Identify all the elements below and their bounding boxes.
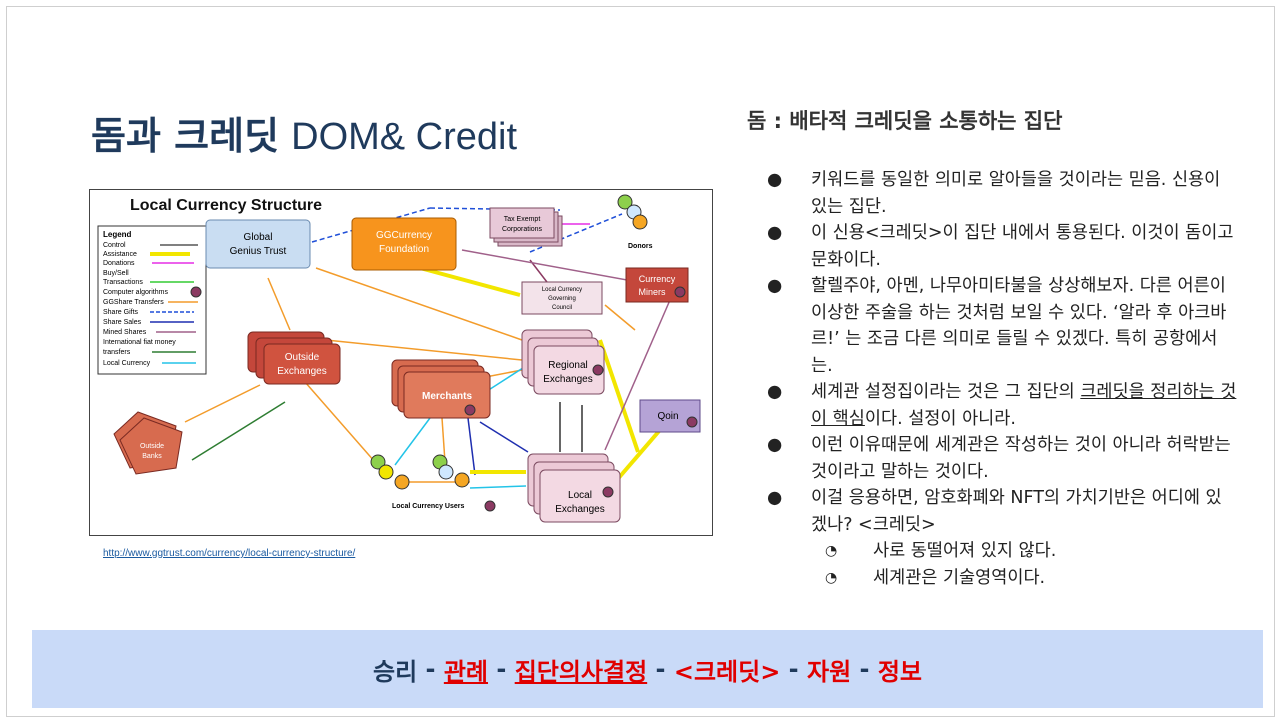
title-english: DOM& Credit xyxy=(291,116,518,158)
footer-term-credit: <크레딧> xyxy=(673,657,781,686)
legend-transactions: Transactions xyxy=(103,279,143,286)
diagram-connectors xyxy=(184,207,671,490)
node-currency-miners: Currency Miners xyxy=(625,267,689,303)
source-link[interactable]: http://www.ggtrust.com/currency/local-cu… xyxy=(103,548,356,559)
legend-localcurrency: Local Currency xyxy=(103,360,151,367)
svg-text:Banks: Banks xyxy=(142,453,162,460)
legend-buysell: Buy/Sell xyxy=(103,270,129,277)
footer-term-custom: 관례 xyxy=(443,657,489,686)
svg-text:Currency: Currency xyxy=(639,274,676,284)
footer-term-victory: 승리 xyxy=(373,657,418,686)
local-currency-structure-diagram: Local Currency Structure Legend Control … xyxy=(89,189,713,536)
legend-sharegifts: Share Gifts xyxy=(103,309,139,316)
svg-text:Donors: Donors xyxy=(628,243,653,250)
node-outside-exchanges: Outside Exchanges xyxy=(247,331,341,385)
diagram-title: Local Currency Structure xyxy=(130,197,322,214)
svg-text:Exchanges: Exchanges xyxy=(277,366,326,377)
svg-text:Council: Council xyxy=(552,305,572,311)
node-outside-banks: Outside Banks xyxy=(113,411,183,475)
svg-text:Local Currency Users: Local Currency Users xyxy=(392,503,464,510)
svg-text:Exchanges: Exchanges xyxy=(543,374,592,385)
sub-list: ◔사로 동떨어져 있지 않다. ◔세계관은 기술영역이다. xyxy=(811,538,1237,592)
title-korean: 돔과 크레딧 xyxy=(91,114,280,158)
svg-text:Outside: Outside xyxy=(140,443,164,450)
list-item: ●세계관 설정집이라는 것은 그 집단의 크레딧을 정리하는 것이 핵심이다. … xyxy=(767,382,1237,429)
slide-title: 돔과 크레딧 DOM& Credit xyxy=(91,105,517,160)
node-governing-council: Local Currency Governing Council xyxy=(521,281,603,315)
node-ggcurrency-foundation: GGCurrency Foundation xyxy=(351,217,457,271)
legend-ggshare: GGShare Transfers xyxy=(103,299,164,306)
footer-term-collective-decision: 집단의사결정 xyxy=(514,657,648,686)
footer-term-information: 정보 xyxy=(877,657,922,686)
legend: Legend Control Assistance Donations Buy/… xyxy=(97,225,207,375)
svg-text:Corporations: Corporations xyxy=(502,226,543,233)
list-item: ●이 신용<크레딧>이 집단 내에서 통용된다. 이것이 돔이고 문화이다. xyxy=(767,223,1234,270)
legend-intl: International fiat money xyxy=(103,339,176,346)
svg-text:Qoin: Qoin xyxy=(657,411,678,422)
node-qoin: Qoin xyxy=(639,399,701,433)
list-item: ●할렐주야, 아멘, 나무아미타불을 상상해보자. 다른 어른이 이상한 주술을… xyxy=(767,276,1227,376)
legend-donations: Donations xyxy=(103,260,135,267)
legend-sharesales: Share Sales xyxy=(103,319,142,326)
svg-text:Governing: Governing xyxy=(548,296,576,302)
svg-text:Global: Global xyxy=(244,232,273,243)
section-heading: 돔 : 배타적 크레딧을 소통하는 집단 xyxy=(747,109,1063,133)
legend-title: Legend xyxy=(103,230,132,239)
legend-mined: Mined Shares xyxy=(103,329,147,336)
list-item: ●키워드를 동일한 의미로 알아들을 것이라는 믿음. 신용이 있는 집단. xyxy=(767,170,1221,217)
svg-text:Genius Trust: Genius Trust xyxy=(230,246,287,257)
svg-text:Local: Local xyxy=(568,490,592,501)
svg-text:Merchants: Merchants xyxy=(422,391,472,402)
node-regional-exchanges: Regional Exchanges xyxy=(521,329,605,395)
svg-text:Exchanges: Exchanges xyxy=(555,504,604,515)
list-item: ●이걸 응용하면, 암호화폐와 NFT의 가치기반은 어디에 있겠나? <크레딧… xyxy=(767,485,1237,592)
svg-text:Local Currency: Local Currency xyxy=(542,287,582,293)
legend-transfers: transfers xyxy=(103,349,131,356)
node-merchants: Merchants xyxy=(391,359,491,419)
svg-text:Outside: Outside xyxy=(285,352,320,363)
node-tax-exempt: Tax Exempt Corporations xyxy=(489,207,563,247)
svg-text:GGCurrency: GGCurrency xyxy=(376,230,432,241)
list-item: ●이런 이유때문에 세계관은 작성하는 것이 아니라 허락받는 것이라고 말하는… xyxy=(767,435,1231,482)
svg-text:Miners: Miners xyxy=(638,287,666,297)
bullet-list: ●키워드를 동일한 의미로 알아들을 것이라는 믿음. 신용이 있는 집단. ●… xyxy=(767,167,1237,592)
legend-control: Control xyxy=(103,242,126,249)
node-local-exchanges: Local Exchanges xyxy=(527,453,621,523)
node-global-genius-trust: Global Genius Trust xyxy=(205,219,311,269)
legend-computer: Computer algorithms xyxy=(103,289,168,296)
node-donors: Donors xyxy=(617,194,653,250)
footer-banner: 승리 - 관례 - 집단의사결정 - <크레딧> - 자원 - 정보 xyxy=(32,630,1263,708)
node-local-currency-users: Local Currency Users xyxy=(370,454,496,512)
slide: 돔과 크레딧 DOM& Credit Local Currency Struct… xyxy=(6,6,1275,717)
sub-list-item: ◔사로 동떨어져 있지 않다. xyxy=(825,541,1057,561)
footer-term-resource: 자원 xyxy=(806,657,852,686)
svg-text:Foundation: Foundation xyxy=(379,244,429,255)
sub-list-item: ◔세계관은 기술영역이다. xyxy=(825,568,1046,588)
legend-assistance: Assistance xyxy=(103,251,137,258)
svg-text:Tax Exempt: Tax Exempt xyxy=(504,216,541,223)
svg-text:Regional: Regional xyxy=(548,360,587,371)
